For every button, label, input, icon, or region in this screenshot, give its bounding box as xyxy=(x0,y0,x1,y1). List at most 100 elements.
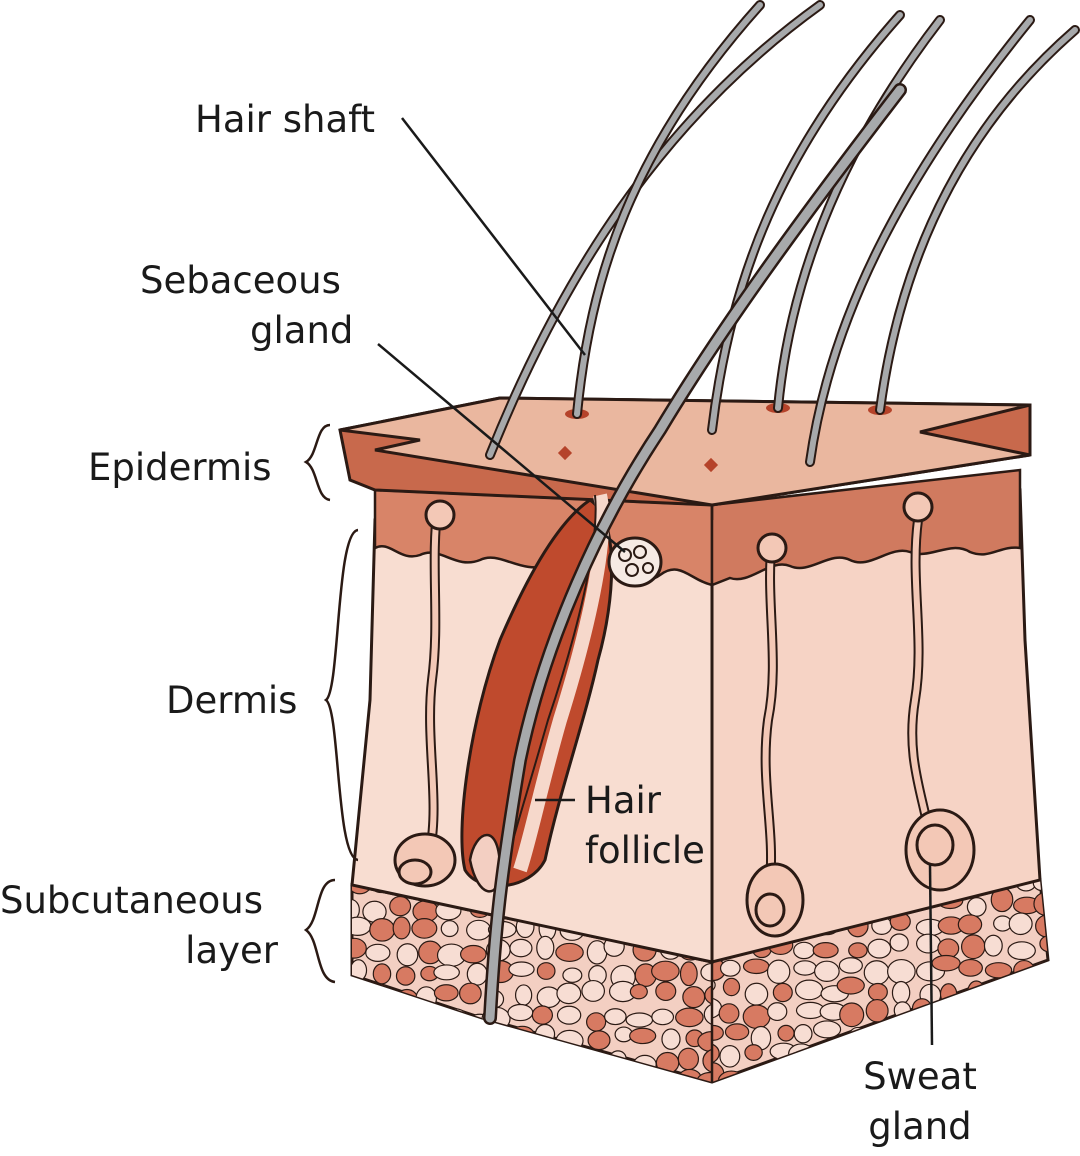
fat-cell xyxy=(718,1003,740,1024)
fat-cell xyxy=(989,979,1016,1004)
fat-cell xyxy=(555,942,584,963)
fat-cell xyxy=(719,959,741,977)
fat-cell xyxy=(419,1054,441,1071)
fat-cell xyxy=(983,1064,1011,1082)
fat-cell xyxy=(848,942,868,959)
fat-cell xyxy=(438,1029,462,1054)
fat-cell xyxy=(628,1072,653,1082)
fat-cell xyxy=(510,1071,538,1082)
label-follicle-line-1: Hair xyxy=(585,779,661,822)
fat-cell xyxy=(531,1005,554,1025)
fat-cell xyxy=(603,1078,627,1082)
fat-cell xyxy=(372,963,392,985)
fat-cell xyxy=(1034,1025,1048,1042)
fat-cell xyxy=(986,1045,1008,1069)
fat-cell xyxy=(466,1048,486,1072)
fat-cell xyxy=(656,1075,675,1082)
fat-cell xyxy=(510,1025,535,1044)
fat-cell xyxy=(682,986,706,1009)
fat-cell xyxy=(440,920,459,938)
label-subcutaneous-line-2: layer xyxy=(185,929,278,972)
fat-cell xyxy=(984,962,1013,979)
label-sweat-line-2: gland xyxy=(868,1105,972,1148)
fat-cell xyxy=(655,981,677,1002)
fat-cell xyxy=(838,957,863,974)
fat-cell xyxy=(363,1050,386,1068)
fat-cell xyxy=(1007,941,1036,961)
fat-cell xyxy=(812,1020,842,1039)
fat-cell xyxy=(352,1078,366,1082)
fat-cell xyxy=(439,1068,459,1082)
fat-cell xyxy=(352,1030,369,1051)
fat-cell xyxy=(534,1071,555,1082)
label-sebaceous-line-1: Sebaceous xyxy=(140,259,341,302)
fat-cell xyxy=(459,944,487,964)
fat-cell xyxy=(389,895,412,917)
fat-cell xyxy=(488,1045,517,1067)
fat-cell xyxy=(1026,984,1048,1001)
fat-cell xyxy=(352,916,372,936)
fat-cell xyxy=(1009,1051,1032,1069)
fat-cell xyxy=(411,917,438,939)
fat-cell xyxy=(811,1069,841,1082)
fat-cell xyxy=(604,1008,627,1026)
label-sweat-line-1: Sweat xyxy=(863,1055,977,1098)
fat-cell xyxy=(773,1067,795,1082)
label-subcutaneous-layer: Subcutaneous layer xyxy=(0,876,278,976)
fat-cell xyxy=(536,962,556,980)
layer-brackets xyxy=(303,423,359,984)
fat-cell xyxy=(1009,1005,1030,1024)
fat-cell xyxy=(466,919,492,941)
fat-cell xyxy=(465,1072,490,1082)
label-follicle-line-2: follicle xyxy=(585,829,705,872)
fat-cell xyxy=(812,942,839,959)
fat-cell xyxy=(629,983,648,1000)
label-hair-follicle: Hair follicle xyxy=(585,776,705,876)
fat-cell xyxy=(712,977,716,993)
fat-cell xyxy=(352,990,363,1010)
fat-cell xyxy=(722,977,741,997)
fat-cell xyxy=(629,1027,657,1045)
fat-cell xyxy=(915,933,942,954)
fat-cell xyxy=(387,1028,414,1054)
fat-cell xyxy=(466,962,488,986)
fat-cell xyxy=(417,1029,438,1049)
fat-cell xyxy=(509,938,533,958)
fat-cell xyxy=(1038,1070,1048,1082)
fat-cell xyxy=(793,941,815,960)
fat-cell xyxy=(1011,1066,1034,1082)
fat-cell xyxy=(507,1003,534,1022)
fat-cell xyxy=(983,934,1003,957)
label-sebaceous-line-2: gland xyxy=(250,309,354,352)
fat-cell xyxy=(836,976,865,995)
fat-cell xyxy=(536,935,555,960)
fat-cell xyxy=(441,1008,469,1028)
fat-cell xyxy=(414,1010,444,1031)
fat-cell xyxy=(514,984,533,1006)
fat-cell xyxy=(352,1052,369,1076)
fat-cell xyxy=(494,1071,513,1082)
fat-cell xyxy=(931,954,961,972)
fat-cell xyxy=(890,1027,909,1050)
fat-cell xyxy=(1010,1027,1033,1049)
fat-cell xyxy=(438,1050,467,1075)
fat-cell xyxy=(364,1075,387,1082)
fat-cell xyxy=(581,979,606,1002)
fat-cell xyxy=(867,982,888,1002)
leader-lines xyxy=(377,117,934,1046)
fat-cell xyxy=(958,958,983,977)
fat-cell xyxy=(369,918,396,942)
fat-cell xyxy=(395,988,419,1010)
fat-cell xyxy=(772,982,793,1003)
label-hair-shaft: Hair shaft xyxy=(195,98,376,141)
sweat-glands xyxy=(393,491,976,938)
fat-cell xyxy=(661,1028,681,1050)
fat-cell xyxy=(704,984,712,1006)
label-dermis: Dermis xyxy=(166,679,298,722)
fat-cell xyxy=(396,943,419,967)
fat-cell xyxy=(989,1004,1009,1023)
fat-cell xyxy=(675,1007,704,1028)
fat-cell xyxy=(537,1050,558,1074)
fat-cell xyxy=(1035,914,1048,938)
